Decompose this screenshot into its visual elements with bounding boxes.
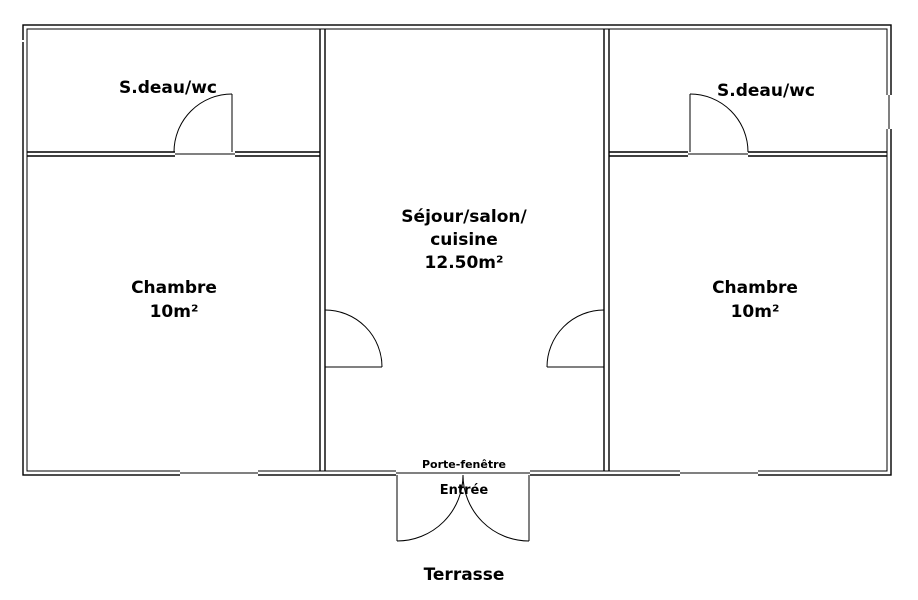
windows	[17, 40, 893, 477]
label-bedroom-left-area: 10m²	[150, 302, 199, 322]
label-bath-right: S.deau/wc	[717, 81, 815, 101]
label-bedroom-left-name: Chambre	[131, 278, 217, 298]
label-bedroom-right-area: 10m²	[731, 302, 780, 322]
door-bath-left	[173, 93, 233, 153]
label-living-line1: Séjour/salon/	[401, 207, 527, 227]
label-terrace: Terrasse	[424, 565, 505, 585]
label-french-window: Porte-fenêtre	[422, 458, 506, 471]
door-bedroom-right	[546, 309, 605, 368]
label-living-area: 12.50m²	[425, 253, 504, 273]
door-bedroom-left	[324, 309, 383, 368]
label-bath-left: S.deau/wc	[119, 78, 217, 98]
door-bath-right	[689, 93, 749, 153]
doors	[173, 93, 749, 542]
door-french-window	[396, 474, 530, 542]
label-living-line2: cuisine	[430, 230, 498, 250]
label-entrance: Entrée	[440, 483, 489, 498]
label-bedroom-right-name: Chambre	[712, 278, 798, 298]
